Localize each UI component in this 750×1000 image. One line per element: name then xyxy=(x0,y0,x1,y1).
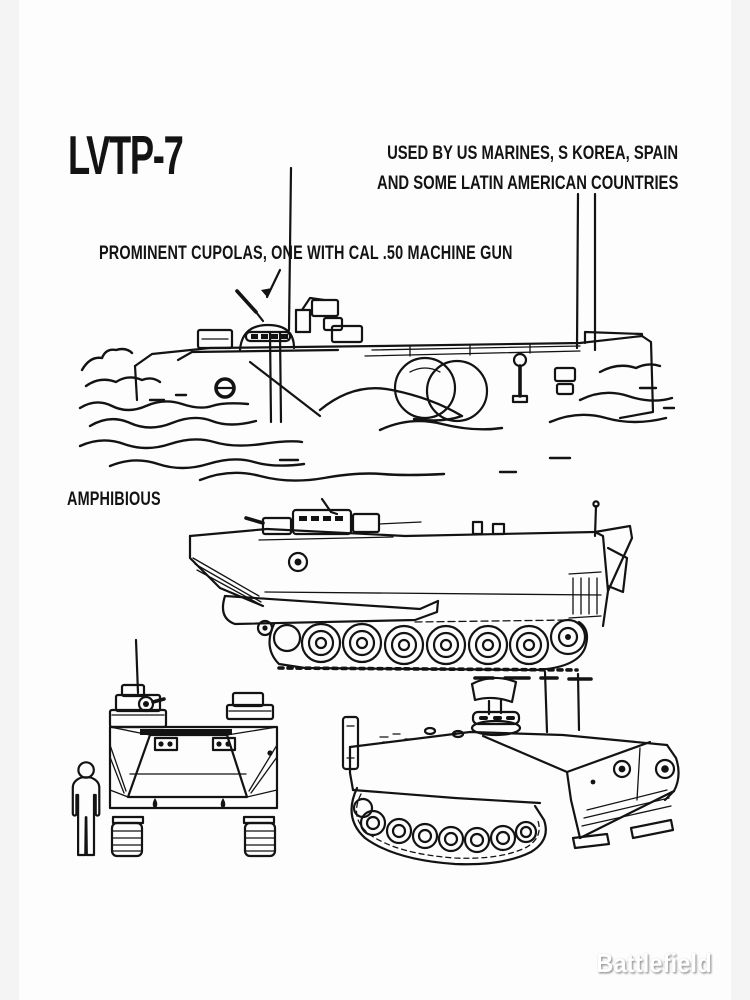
left-margin-strip xyxy=(0,0,19,1000)
amphibious-label: AMPHIBIOUS xyxy=(67,489,161,510)
perspective-view-illustration xyxy=(341,670,680,866)
drive-sprocket xyxy=(549,618,587,656)
usage-note-line1: USED BY US MARINES, S KOREA, SPAIN xyxy=(387,143,678,164)
poster-title: LVTP-7 xyxy=(68,124,184,186)
callout-arrowhead xyxy=(261,288,272,297)
cupola-callout-label: PROMINENT CUPOLAS, ONE WITH CAL .50 MACH… xyxy=(99,243,513,264)
right-track xyxy=(243,821,277,858)
commander-sight xyxy=(470,676,522,737)
track-run xyxy=(350,786,547,866)
front-view-illustration xyxy=(71,638,279,858)
right-cupola xyxy=(225,691,275,721)
swimming-view-illustration xyxy=(78,166,676,482)
side-profile-illustration xyxy=(188,497,634,681)
left-track xyxy=(110,821,144,858)
usage-note-line2: AND SOME LATIN AMERICAN COUNTRIES xyxy=(376,173,678,194)
road-wheels xyxy=(300,622,550,666)
watermark: Battlefield xyxy=(596,948,712,978)
right-margin-strip xyxy=(731,0,750,1000)
human-scale-figure xyxy=(71,761,101,857)
usage-note: USED BY US MARINES, S KOREA, SPAIN AND S… xyxy=(292,139,678,199)
machine-gun-barrel xyxy=(235,289,258,314)
